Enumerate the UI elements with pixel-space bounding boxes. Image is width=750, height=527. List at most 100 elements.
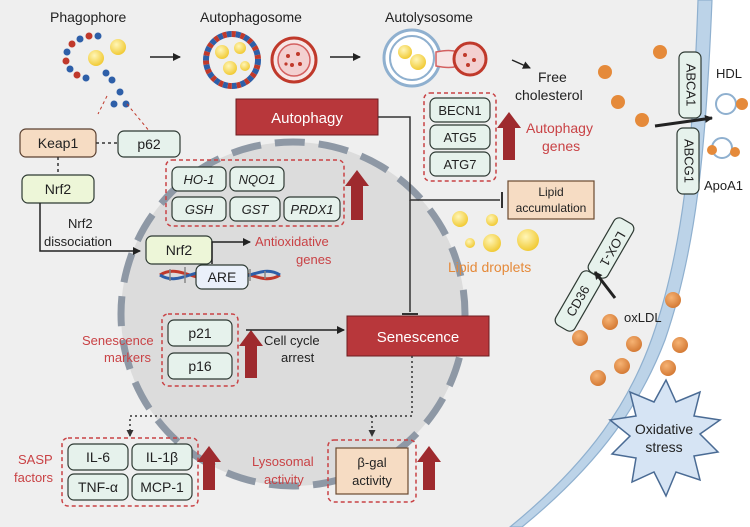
autophagy-genes-up-arrow	[497, 112, 521, 160]
p62-box: p62	[117, 130, 181, 158]
phagophore-label: Phagophore	[50, 9, 127, 25]
sasp-mcp1-label: MCP-1	[140, 479, 184, 495]
autophagy-box: Autophagy	[235, 98, 379, 136]
sasp-up-arrow	[197, 446, 221, 490]
bgal-group	[327, 439, 417, 503]
nrf2-label: Nrf2	[45, 181, 72, 197]
gene-nqo1: NQO1	[229, 166, 285, 192]
gene-gst: GST	[229, 196, 281, 222]
keap1-box: Keap1	[19, 128, 97, 158]
gene-gsh-label: GSH	[185, 202, 214, 217]
gene-ho1: HO-1	[171, 166, 227, 192]
lipid-accumulation-line1: Lipid	[538, 185, 563, 199]
senescence-label: Senescence	[377, 329, 460, 346]
marker-p16-label: p16	[188, 358, 212, 374]
gene-atg5-label: ATG5	[444, 130, 477, 145]
apoa1-label: ApoA1	[704, 178, 743, 193]
senescence-markers-group	[161, 313, 239, 387]
senescence-markers-label-line1: Senescence	[82, 333, 154, 348]
gene-atg5: ATG5	[429, 124, 491, 150]
autophagy-genes-group	[423, 92, 497, 182]
marker-p21-label: p21	[188, 325, 212, 341]
sasp-label-line1: SASP	[18, 452, 53, 467]
gene-ho1-label: HO-1	[183, 172, 214, 187]
nrf2-translocation-arrow	[39, 203, 141, 255]
nrf2-dissociation-line2: dissociation	[44, 234, 112, 249]
nrf2-dissociation-line1: Nrf2	[68, 216, 93, 231]
gene-becn1-label: BECN1	[438, 103, 481, 118]
nuclear-nrf2-label: Nrf2	[166, 242, 193, 258]
abcg1-label: ABCG1	[682, 139, 697, 183]
oxidative-stress-line1: Oxidative	[635, 421, 694, 437]
oxldl-particles	[572, 292, 688, 386]
gene-atg7: ATG7	[429, 151, 491, 177]
lipid-accumulation-line2: accumulation	[516, 201, 587, 215]
gene-gsh: GSH	[171, 196, 227, 222]
sasp-tnfa-label: TNF-α	[78, 479, 118, 495]
cholesterol-dots	[598, 45, 667, 127]
sasp-mcp1: MCP-1	[131, 473, 193, 501]
p62-link-dashes	[97, 95, 151, 133]
autolysosome-icon	[382, 28, 488, 88]
gene-nqo1-label: NQO1	[239, 172, 276, 187]
nucleus	[117, 138, 469, 490]
oxidative-stress-burst	[608, 378, 722, 498]
gene-gst-label: GST	[242, 202, 270, 217]
antioxidative-genes-line1: Antioxidative	[255, 234, 329, 249]
abca1-label: ABCA1	[684, 64, 699, 107]
abcg1-transporter: ABCG1	[676, 127, 700, 195]
senescence-markers-up-arrow	[239, 330, 263, 378]
are-label: ARE	[208, 269, 237, 285]
cell-cycle-arrest-line2: arrest	[281, 350, 315, 365]
senescence-box: Senescence	[346, 315, 490, 357]
sasp-tnfa: TNF-α	[67, 473, 129, 501]
hdl-label: HDL	[716, 66, 742, 81]
nuclear-nrf2-box: Nrf2	[145, 235, 213, 265]
autophagosome-label: Autophagosome	[200, 9, 302, 25]
antioxidative-up-arrow	[345, 170, 369, 220]
autolysosome-label: Autolysosome	[385, 9, 473, 25]
autophagy-label: Autophagy	[271, 110, 343, 127]
marker-p16: p16	[167, 352, 233, 380]
keap1-label: Keap1	[38, 135, 79, 151]
are-box: ARE	[195, 264, 249, 290]
bgal-line1: β-gal	[357, 455, 386, 470]
lysosomal-label-line2: activity	[264, 472, 304, 487]
autophagy-inhibits-lipid	[378, 116, 500, 201]
phagophore-icon	[62, 32, 130, 108]
bgal-up-arrow	[417, 446, 441, 490]
arrow-to-free-cholesterol	[511, 59, 531, 69]
sasp-il1b-label: IL-1β	[146, 449, 178, 465]
oxldl-uptake-arrow	[593, 271, 617, 299]
lipid-droplets-icon	[452, 211, 539, 252]
p62-label: p62	[137, 136, 161, 152]
autophagy-genes-label-line1: Autophagy	[526, 120, 593, 136]
lox1-receptor: LOX-1	[587, 217, 635, 279]
gene-prdx1: PRDX1	[283, 196, 341, 222]
lipid-droplets-label: Lipid droplets	[448, 259, 531, 275]
cd36-receptor: CD36	[554, 270, 602, 332]
sasp-il6-label: IL-6	[86, 449, 110, 465]
senescence-to-outputs	[126, 356, 413, 437]
sasp-il6: IL-6	[67, 443, 129, 471]
nrf2-box: Nrf2	[21, 174, 95, 204]
gene-prdx1-label: PRDX1	[290, 202, 333, 217]
sasp-group	[61, 437, 199, 507]
antioxidative-genes-line2: genes	[296, 252, 332, 267]
transcription-arrow	[211, 238, 251, 264]
senescence-markers-label-line2: markers	[104, 350, 151, 365]
bgal-line2: activity	[352, 473, 392, 488]
sasp-label-line2: factors	[14, 470, 54, 485]
hdl-particles	[707, 93, 748, 159]
free-cholesterol-label-line2: cholesterol	[515, 87, 583, 103]
oxldl-label: oxLDL	[624, 310, 662, 325]
gene-becn1: BECN1	[429, 97, 491, 123]
autophagosome-icon	[203, 31, 318, 89]
efflux-arrow	[654, 115, 713, 128]
lysosomal-label-line1: Lysosomal	[252, 454, 314, 469]
sasp-il1b: IL-1β	[131, 443, 193, 471]
gene-atg7-label: ATG7	[444, 157, 477, 172]
oxidative-stress-line2: stress	[645, 439, 682, 455]
